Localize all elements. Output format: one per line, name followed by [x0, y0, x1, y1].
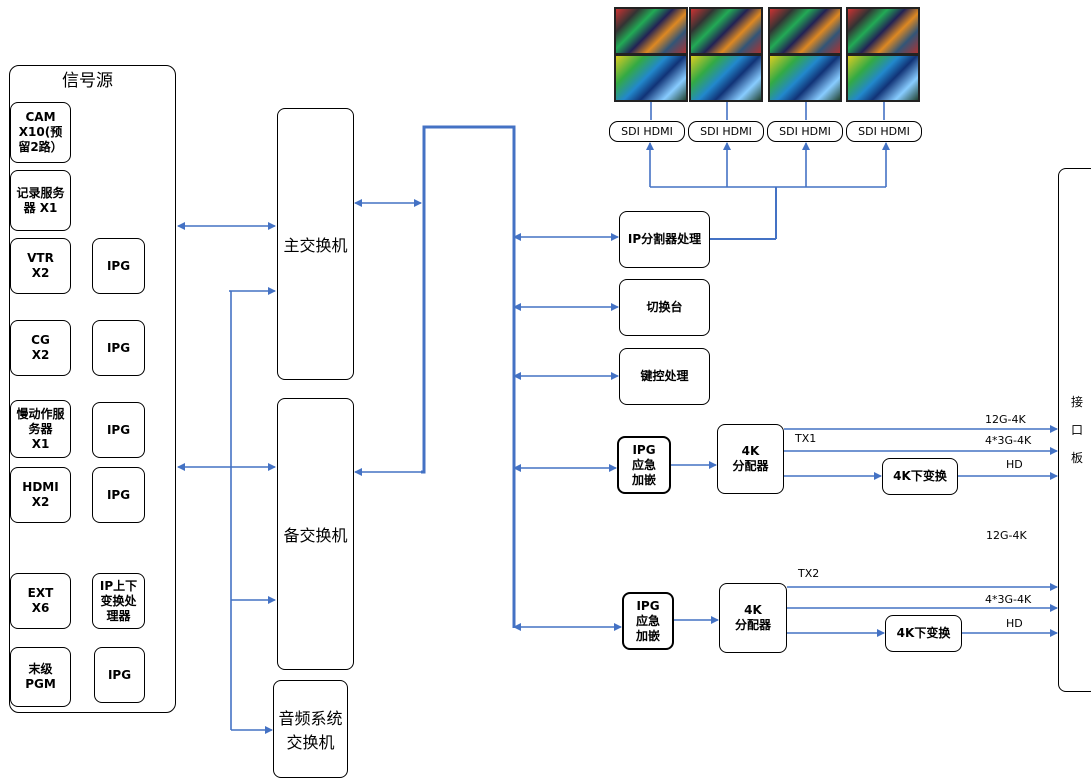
ipg-hdmi: IPG: [92, 467, 145, 523]
tx1-4k-downconvert: 4K下变换: [882, 458, 958, 495]
source-hdmi: HDMI X2: [10, 467, 71, 523]
source-cam: CAM X10(预 留2路）: [10, 102, 71, 163]
tx1-label: TX1: [795, 432, 817, 445]
sdi-hdmi-output: SDI HDMI: [767, 121, 843, 142]
source-slowmo-server: 慢动作服 务器 X1: [10, 400, 71, 458]
audio-switch: 音频系统 交换机: [273, 680, 348, 778]
tx2-ipg-emergency: IPG 应急 加嵌: [622, 592, 674, 650]
multiviewer-monitor: [614, 54, 688, 102]
multiviewer-monitor: [614, 7, 688, 55]
interface-board: 接 口 板: [1058, 168, 1091, 692]
source-ext: EXT X6: [10, 573, 71, 629]
source-cg: CG X2: [10, 320, 71, 376]
multiviewer-monitor: [846, 54, 920, 102]
sdi-hdmi-output: SDI HDMI: [609, 121, 685, 142]
multiviewer-monitor: [689, 54, 763, 102]
ipg-vtr: IPG: [92, 238, 145, 294]
tx1-4k-distributor: 4K 分配器: [717, 424, 784, 494]
main-switch: 主交换机: [277, 108, 354, 380]
multiviewer-monitor: [768, 7, 842, 55]
tx2-4k-distributor: 4K 分配器: [719, 583, 787, 653]
sdi-hdmi-output: SDI HDMI: [688, 121, 764, 142]
tx2-4k-downconvert: 4K下变换: [885, 615, 962, 652]
multiviewer-monitor: [768, 54, 842, 102]
multiviewer-monitor: [846, 7, 920, 55]
ipg-final-pgm: IPG: [94, 647, 145, 703]
source-final-pgm: 末级 PGM: [10, 647, 71, 707]
tx1-output-hd: HD: [1006, 458, 1023, 471]
tx1-output-4x3g: 4*3G-4K: [985, 434, 1032, 447]
keyer-processing: 键控处理: [619, 348, 710, 405]
ipg-slowmo: IPG: [92, 402, 145, 458]
tx1-ipg-emergency: IPG 应急 加嵌: [617, 436, 671, 494]
source-recording-server: 记录服务 器 X1: [10, 170, 71, 231]
tx1-output-12g-b: 12G-4K: [986, 529, 1027, 542]
source-panel-title: 信号源: [62, 71, 113, 91]
ip-updown-converter: IP上下 变换处 理器: [92, 573, 145, 629]
source-vtr: VTR X2: [10, 238, 71, 294]
tx1-output-12g: 12G-4K: [985, 413, 1026, 426]
tx2-label: TX2: [798, 567, 820, 580]
ipg-cg: IPG: [92, 320, 145, 376]
tx2-output-hd: HD: [1006, 617, 1023, 630]
switcher: 切换台: [619, 279, 710, 336]
multiviewer-monitor: [689, 7, 763, 55]
ip-splitter-processing: IP分割器处理: [619, 211, 710, 268]
tx2-output-4x3g: 4*3G-4K: [985, 593, 1032, 606]
sdi-hdmi-output: SDI HDMI: [846, 121, 922, 142]
backup-switch: 备交换机: [277, 398, 354, 670]
